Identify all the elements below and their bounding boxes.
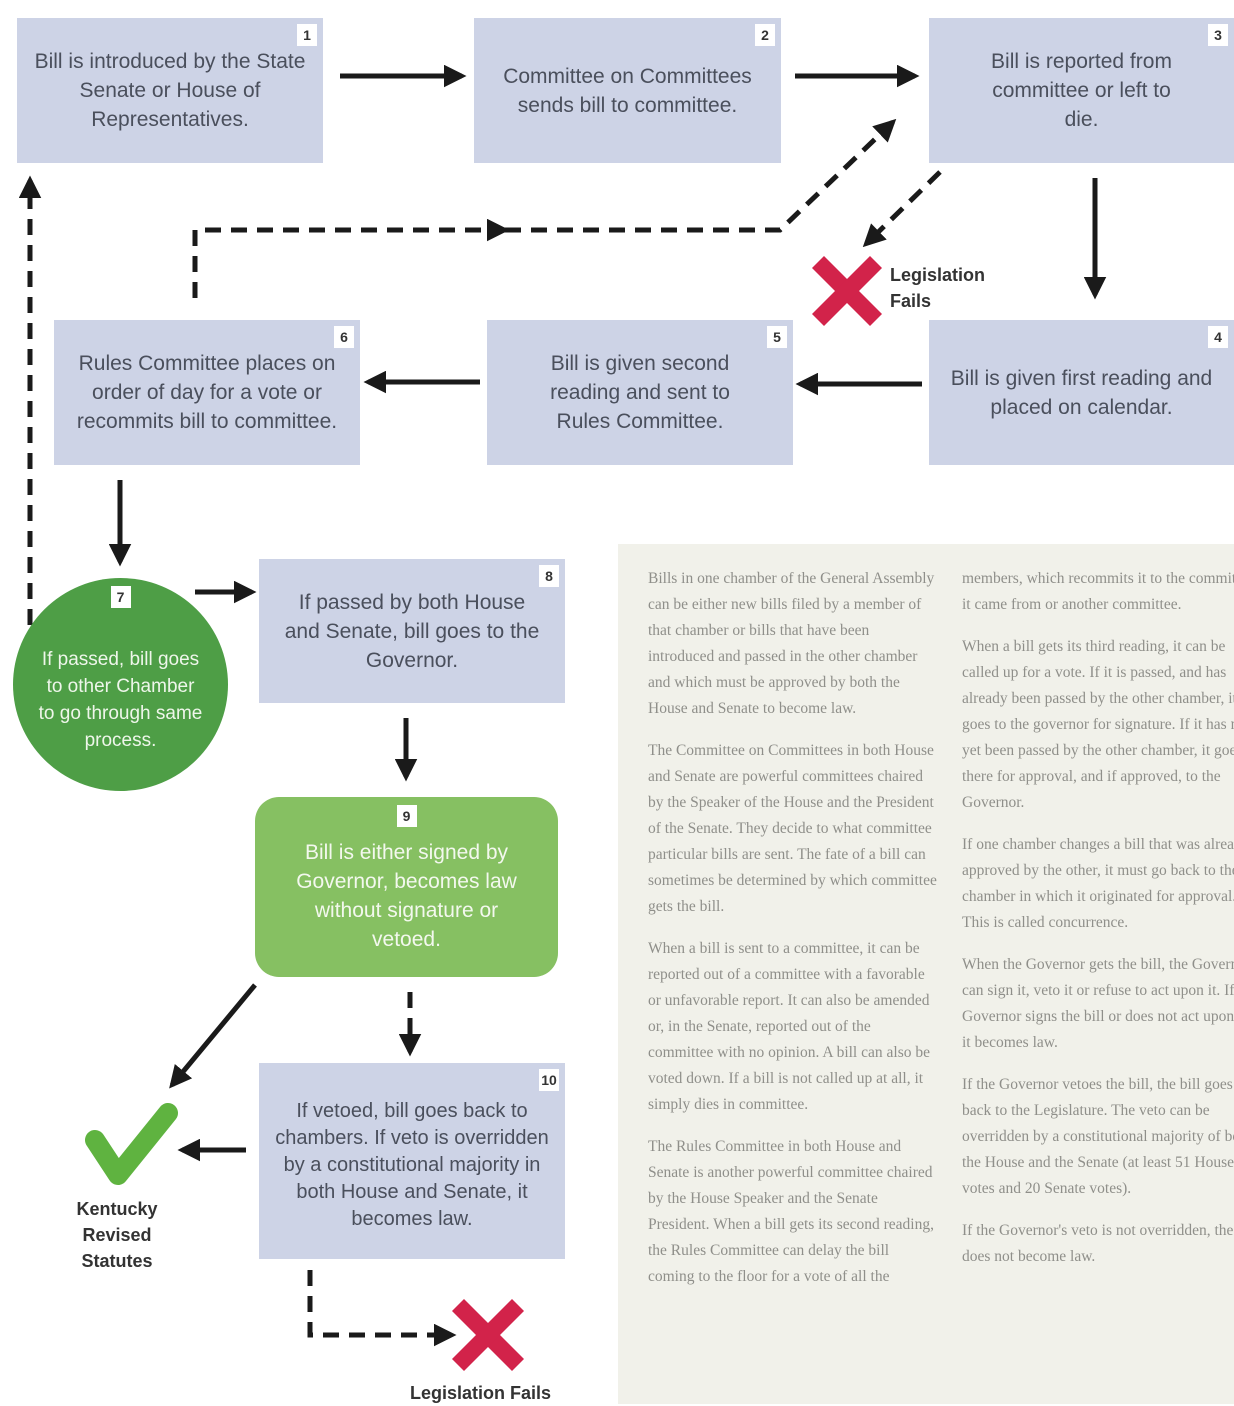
explanation-paragraph: When a bill gets its third reading, it c… [962,638,1234,811]
step-number: 3 [1208,24,1228,46]
step-number: 8 [539,565,559,587]
step-number: 7 [110,586,131,608]
arrow-9-to-krs [169,983,257,1089]
step-text: If passed by both House and Senate, bill… [284,590,540,672]
dashed-arrow-10-to-fail [307,1270,457,1347]
step-text: Bill is reported from committee or left … [991,50,1172,131]
explanation-column-1: Bills in one chamber of the General Asse… [648,566,938,1306]
step-number: 1 [297,24,317,46]
explanation-paragraph: If the Governor vetoes the bill, the bil… [962,1076,1234,1197]
explanation-paragraph: If the Governor's veto is not overridden… [962,1222,1234,1265]
step-7-circle: 7 If passed, bill goes to other Chamber … [13,578,228,791]
step-text: Committee on Committees sends bill to co… [503,64,752,117]
explanation-paragraph: members, which recommits it to the commi… [962,570,1234,613]
step-text: If passed, bill goes to other Chamber to… [38,648,203,751]
step-number: 6 [334,326,354,348]
step-text: Bill is introduced by the State Senate o… [34,50,306,131]
explanation-paragraph: The Rules Committee in both House and Se… [648,1138,934,1285]
step-number: 5 [767,326,787,348]
checkmark-icon [85,1103,178,1185]
kentucky-revised-statutes-label: Kentucky Revised Statutes [76,1199,158,1271]
step-text: Bill is given second reading and sent to… [550,352,730,433]
step-3-box: 3 Bill is reported from committee or lef… [929,18,1234,163]
explanation-paragraph: When the Governor gets the bill, the Gov… [962,956,1234,1051]
explanation-panel: Bills in one chamber of the General Asse… [618,544,1234,1404]
step-4-box: 4 Bill is given first reading and placed… [929,320,1234,465]
step-2-box: 2 Committee on Committees sends bill to … [474,18,781,163]
legislation-fails-label: Legislation Fails [410,1383,552,1403]
step-1-box: 1 Bill is introduced by the State Senate… [17,18,323,163]
step-number: 4 [1208,326,1228,348]
explanation-paragraph: The Committee on Committees in both Hous… [648,742,937,915]
x-mark-icon [811,255,883,327]
step-text: Bill is given first reading and placed o… [950,366,1213,419]
step-5-box: 5 Bill is given second reading and sent … [487,320,793,465]
step-8-box: 8 If passed by both House and Senate, bi… [259,559,565,703]
step-text: Bill is either signed by Governor, becom… [296,841,517,951]
step-number: 2 [755,24,775,46]
dashed-line-to-committee [505,118,897,233]
step-number: 10 [539,1069,559,1091]
step-9-box: 9 Bill is either signed by Governor, bec… [255,797,558,977]
explanation-paragraph: When a bill is sent to a committee, it c… [648,940,930,1113]
explanation-paragraph: If one chamber changes a bill that was a… [962,836,1234,931]
dashed-arrow-6-recommit [192,218,510,298]
dashed-arrow-3-to-fail [862,170,942,248]
explanation-paragraph: Bills in one chamber of the General Asse… [648,570,935,717]
step-text: If vetoed, bill goes back to chambers. I… [275,1099,549,1230]
explanation-column-2: members, which recommits it to the commi… [962,566,1234,1286]
legislation-fails-label: Legislation Fails [890,265,986,311]
step-number: 9 [396,805,417,827]
step-text: Rules Committee places on order of day f… [76,352,338,433]
x-mark-icon [451,1298,525,1372]
step-10-box: 10 If vetoed, bill goes back to chambers… [259,1063,565,1259]
step-6-box: 6 Rules Committee places on order of day… [54,320,360,465]
